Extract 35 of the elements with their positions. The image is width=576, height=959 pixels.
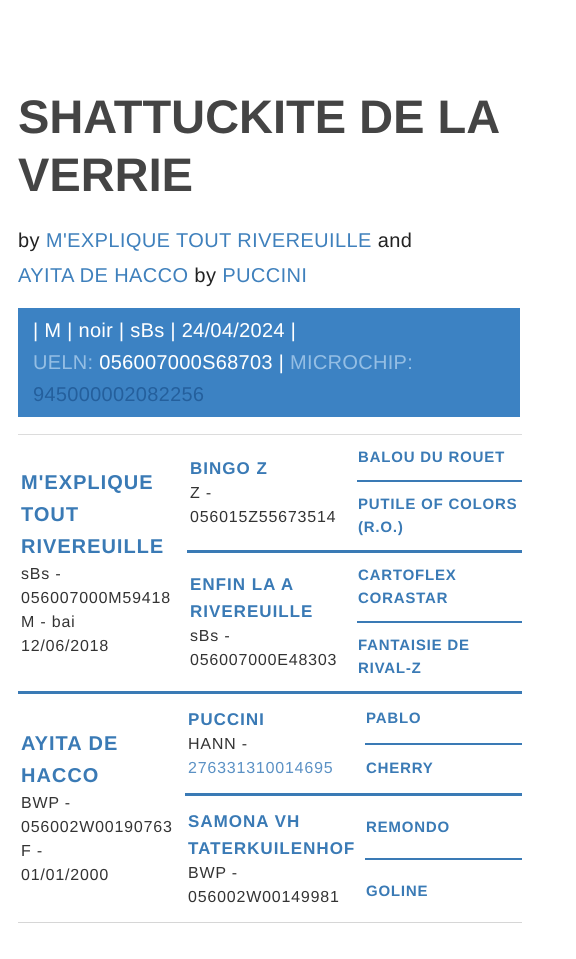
registration-link: 276331310014695 — [188, 759, 334, 779]
byline: by M'EXPLIQUE TOUT RIVEREUILLE and AYITA DE HACCO by PUCCINI — [18, 229, 414, 289]
horse-details: Z - 056015Z55673514 — [190, 484, 338, 528]
horse-name: CHERRY — [366, 759, 434, 780]
horse-summary: | M | noir | sBs | 24/04/2024 | — [33, 319, 298, 344]
horse-name: ENFIN LA A RIVEREUILLE — [190, 574, 314, 623]
horse-name: CARTOFLEX CORASTAR — [358, 566, 458, 609]
field-label: UELN: — [33, 352, 94, 374]
horse-name: SAMONA VH TATERKUILENHOF — [188, 811, 356, 860]
horse-name: BINGO Z — [190, 458, 268, 480]
field-value: 056007000S68703 | — [99, 352, 284, 374]
horse-link: PUCCINI — [222, 265, 308, 287]
horse-name: GOLINE — [366, 882, 428, 902]
field-label: MICROCHIP: — [290, 352, 414, 374]
horse-name: PABLO — [366, 708, 422, 729]
horse-link: AYITA DE HACCO — [18, 265, 188, 287]
horse-name: REMONDO — [366, 818, 450, 838]
horse-name: M'EXPLIQUE TOUT RIVEREUILLE — [21, 471, 166, 560]
horse-details: M - bai — [21, 613, 76, 633]
horse-name: PUCCINI — [188, 709, 265, 731]
horse-details: sBs - 056007000M59418 — [21, 565, 172, 609]
horse-name: FANTAISIE DE RIVAL-Z — [358, 636, 471, 679]
horse-details: sBs - 056007000E48303 — [190, 627, 338, 671]
horse-details: 12/06/2018 — [21, 637, 110, 657]
page-title: SHATTUCKITE DE LA VERRIE — [18, 89, 500, 203]
horse-details: 01/01/2000 — [21, 866, 110, 886]
horse-details: HANN - — [188, 735, 248, 755]
horse-name: AYITA DE HACCO — [21, 732, 120, 789]
horse-details: F - — [21, 842, 43, 862]
horse-name: PUTILE OF COLORS (R.O.) — [358, 495, 518, 538]
horse-details: BWP - 056002W00149981 — [188, 864, 341, 908]
info-banner — [18, 308, 520, 417]
horse-link: M'EXPLIQUE TOUT RIVEREUILLE — [46, 230, 372, 252]
horse-details: BWP - 056002W00190763 — [21, 794, 174, 838]
horse-name: BALOU DU ROUET — [358, 448, 506, 468]
